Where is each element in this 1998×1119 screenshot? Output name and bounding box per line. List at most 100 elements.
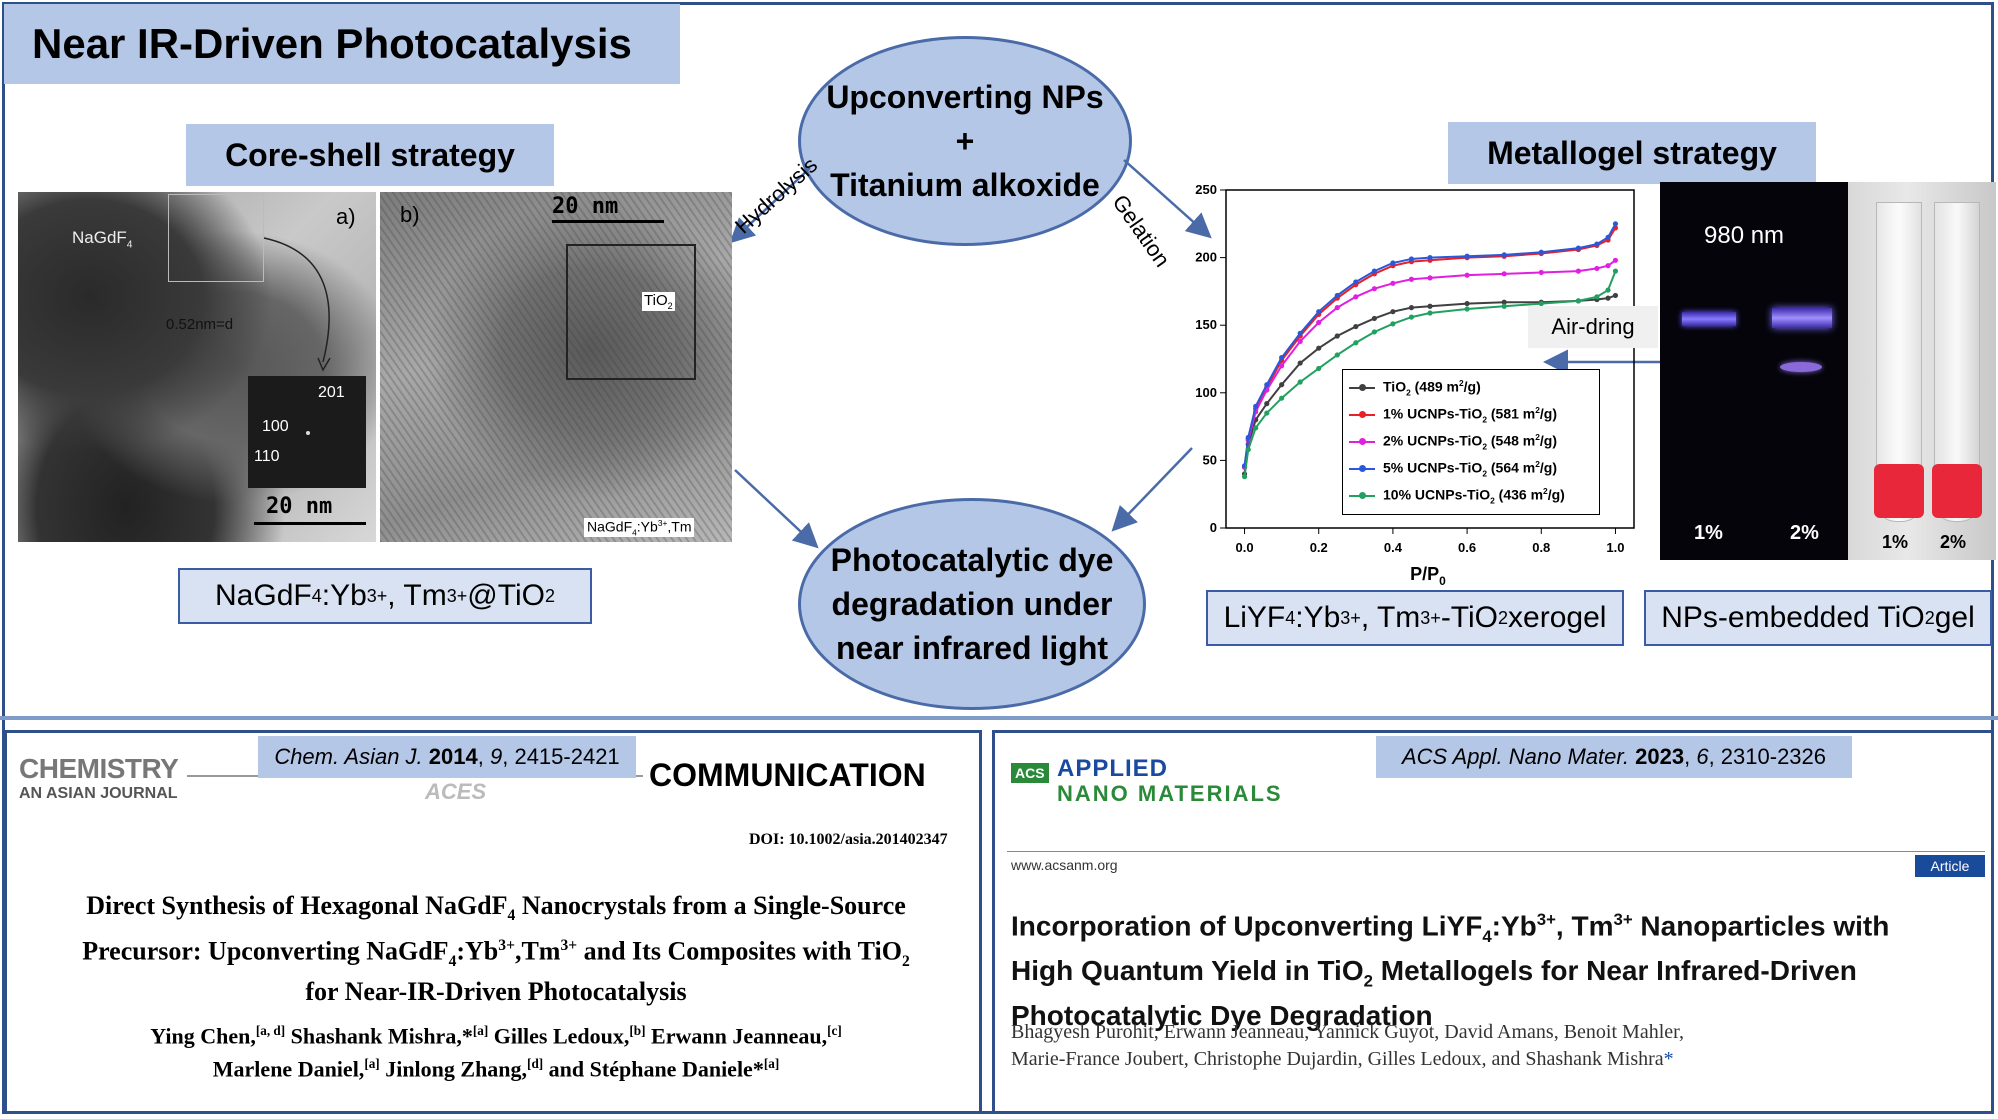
y-tick-label: 200 (1195, 250, 1217, 265)
data-point (1464, 253, 1470, 259)
data-point (1427, 275, 1433, 281)
ellipse-top-line1: Upconverting NPs (826, 79, 1104, 115)
paper-2-authors: Bhagyesh Purohit, Erwann Jeanneau, Yanni… (1011, 1019, 1991, 1073)
uv-band-left (1682, 312, 1736, 326)
paper-1-title-line2: Precursor: Upconverting NaGdF4:Yb3+,Tm3+… (82, 936, 910, 971)
panel-a-label: a) (336, 204, 356, 229)
uv-photo: 980 nm 1% 2% (1660, 182, 1848, 560)
data-point (1501, 271, 1507, 277)
uv-wavelength: 980 nm (1704, 222, 1785, 249)
panel-b-tio2: TiO2 (642, 292, 675, 311)
ellipse-top-plus: + (955, 123, 975, 159)
legend-swatch (1349, 491, 1375, 499)
fft-inset: 201 100 110 (248, 376, 366, 488)
data-point (1464, 300, 1470, 307)
data-point (1279, 363, 1285, 369)
data-point (1371, 329, 1377, 335)
paper-1-citation: Chem. Asian J. 2014, 9, 2415-2421 (258, 736, 636, 778)
x-tick-label: 1.0 (1606, 540, 1624, 555)
chart-legend: TiO2 (489 m2/g)1% UCNPs-TiO2 (581 m2/g)2… (1342, 369, 1600, 515)
data-point (1297, 338, 1303, 345)
data-point (1390, 260, 1396, 266)
y-tick-label: 50 (1203, 452, 1217, 467)
vial-label-1: 1% (1882, 532, 1909, 552)
data-point (1264, 410, 1270, 416)
data-point (1371, 315, 1377, 322)
data-point (1334, 352, 1340, 358)
ellipse-bottom-line3: near infrared light (835, 630, 1109, 666)
data-point (1241, 474, 1248, 480)
data-point (1612, 257, 1619, 263)
vial-cap-right (1932, 464, 1982, 518)
photocatalytic-ellipse: Photocatalytic dye degradation under nea… (798, 498, 1146, 710)
legend-label: 10% UCNPs-TiO2 (436 m2/g) (1383, 485, 1565, 506)
page-title: Near IR-Driven Photocatalysis (4, 4, 680, 84)
fft-201: 201 (318, 384, 345, 401)
panel-b-scale-bar (552, 220, 664, 223)
paper-1-logo-acs: ACES (425, 779, 487, 804)
data-point (1371, 286, 1377, 292)
vials-photo: 1% 2% (1848, 182, 1996, 560)
panel-a-inset-box (168, 194, 264, 282)
y-tick-label: 150 (1195, 317, 1217, 332)
panel-a-dspacing: 0.52nm=d (166, 316, 234, 333)
paper-1-section: COMMUNICATION (649, 757, 926, 793)
uv-label-1: 1% (1694, 522, 1723, 544)
data-point (1612, 221, 1619, 227)
paper-2-authors-line2: Marie-France Joubert, Christophe Dujardi… (1011, 1048, 1674, 1070)
paper-2-authors-line1: Bhagyesh Purohit, Erwann Jeanneau, Yanni… (1011, 1021, 1684, 1043)
legend-label: TiO2 (489 m2/g) (1383, 377, 1481, 398)
uv-band-right (1772, 308, 1832, 328)
data-point (1594, 294, 1600, 300)
fft-110: 110 (254, 448, 280, 465)
vial-cap-left (1874, 464, 1924, 518)
chart-plot-area (1225, 189, 1635, 529)
data-point (1253, 403, 1259, 409)
legend-swatch (1349, 464, 1375, 472)
data-point (1501, 303, 1507, 309)
paper-1-title-line3: for Near-IR-Driven Photocatalysis (305, 977, 687, 1007)
data-point (1538, 300, 1544, 307)
paper-2-logo-line1: APPLIED (1057, 755, 1169, 782)
data-point (1390, 321, 1396, 327)
paper-1-title-line1: Direct Synthesis of Hexagonal NaGdF4 Nan… (86, 891, 906, 925)
legend-swatch (1349, 437, 1375, 445)
data-point (1279, 355, 1285, 361)
x-tick-label: 0.6 (1458, 540, 1476, 555)
legend-entry: 2% UCNPs-TiO2 (548 m2/g) (1349, 428, 1593, 455)
data-point (1390, 309, 1396, 315)
ellipse-bottom-line2: degradation under (831, 586, 1113, 622)
data-point (1264, 401, 1270, 407)
data-point (1334, 305, 1340, 311)
data-point (1353, 279, 1359, 285)
data-point (1575, 298, 1581, 304)
legend-entry: 5% UCNPs-TiO2 (564 m2/g) (1349, 455, 1593, 482)
paper-1-authors: Ying Chen,[a, d] Shashank Mishra,*[a] Gi… (7, 1017, 985, 1084)
tem-image-b: b) 20 nm TiO2 NaGdF4:Yb3+,Tm (380, 192, 732, 542)
data-point (1605, 287, 1611, 293)
panel-b-scale-label: 20 nm (552, 194, 619, 219)
paper-2-title-line1: Incorporation of Upconverting LiYF4:Yb3+… (1011, 910, 1890, 946)
panel-a-scale-label: 20 nm (266, 494, 333, 519)
paper-2-url: www.acsanm.org (1011, 857, 1118, 873)
hydrolysis-arrow (729, 167, 811, 244)
legend-swatch (1349, 383, 1375, 391)
data-point (1297, 360, 1303, 366)
panel-b-label: b) (400, 202, 420, 227)
paper-1-authors-line2: Marlene Daniel,[a] Jinlong Zhang,[d] and… (212, 1056, 780, 1082)
data-point (1297, 379, 1303, 385)
data-point (1334, 292, 1340, 299)
data-point (1538, 269, 1544, 276)
paper-1-card: CHEMISTRY AN ASIAN JOURNAL ACES COMMUNIC… (4, 730, 982, 1114)
data-point (1245, 446, 1251, 453)
data-point (1316, 365, 1322, 372)
uv-glow-right (1780, 362, 1822, 372)
data-point (1427, 255, 1433, 261)
data-point (1594, 241, 1600, 247)
ellipse-top-line2: Titanium alkoxide (830, 167, 1100, 203)
legend-swatch (1349, 410, 1375, 418)
